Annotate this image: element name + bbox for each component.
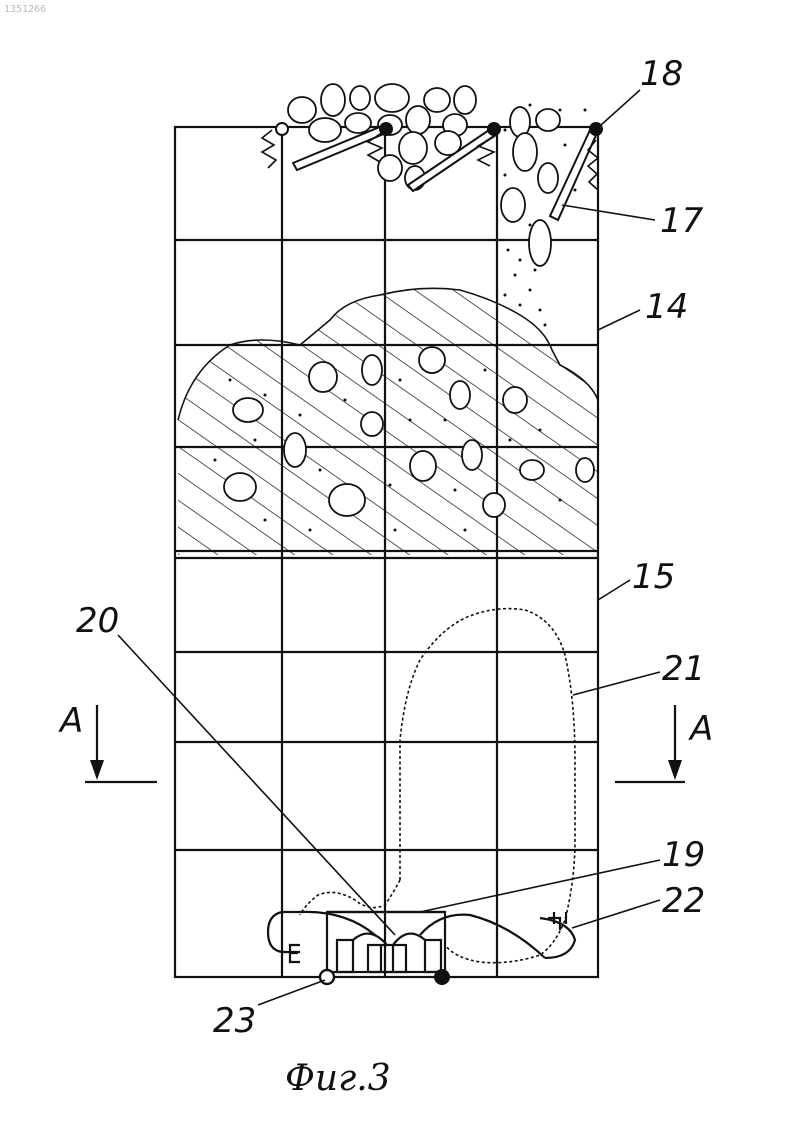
- label-17: 17: [660, 201, 704, 241]
- rock-mass-14: [175, 280, 598, 555]
- figure-caption: Фиг.3: [285, 1058, 391, 1099]
- label-23: 23: [213, 1001, 256, 1041]
- document-number: 1351266: [4, 4, 46, 15]
- cavity-outline-21: [300, 609, 575, 963]
- section-mark-right: A: [615, 705, 713, 782]
- label-21: 21: [662, 649, 705, 689]
- label-15: 15: [632, 557, 675, 597]
- label-22: 22: [662, 881, 705, 921]
- bottom-equipment: [268, 912, 575, 985]
- label-14: 14: [645, 287, 688, 327]
- section-label-left: A: [58, 701, 83, 741]
- section-mark-left: A: [58, 701, 157, 782]
- label-20: 20: [76, 601, 119, 641]
- section-label-right: A: [688, 709, 713, 749]
- label-18: 18: [640, 54, 683, 94]
- label-19: 19: [662, 835, 705, 875]
